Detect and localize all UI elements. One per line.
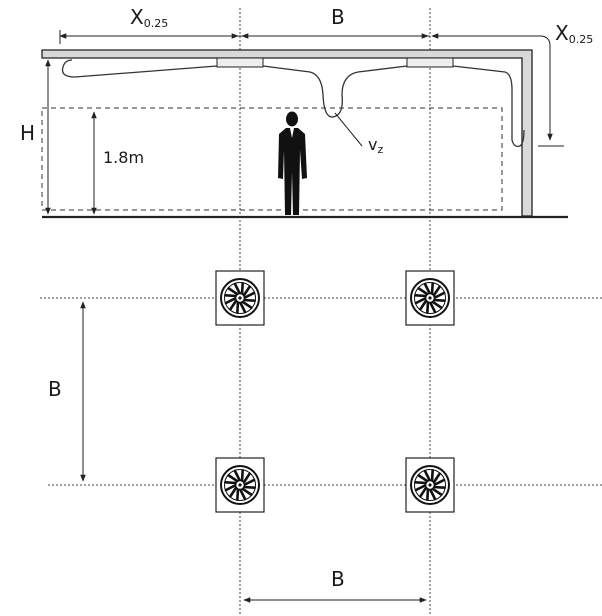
vz-label: vz: [368, 135, 383, 156]
swirl-diffuser-icon: [214, 269, 266, 327]
b-left-label: B: [48, 377, 62, 401]
b-top-label: B: [331, 5, 345, 29]
room-ceiling-wall: [41, 49, 568, 219]
swirl-diffuser-icon: [404, 269, 456, 327]
vz-leader-line: [334, 112, 363, 147]
top-dimension: [59, 30, 564, 147]
h-label: H: [20, 121, 35, 145]
swirl-diffuser-icon: [214, 456, 266, 514]
section-diffuser-left: [216, 57, 264, 68]
b-bottom-label: B: [331, 567, 345, 591]
person-silhouette: [278, 111, 307, 215]
x025-left-label: X0.25: [130, 5, 168, 30]
occupied-height-label: 1.8m: [103, 148, 144, 167]
swirl-diffuser-icon: [404, 456, 456, 514]
occupied-zone: [41, 107, 503, 211]
x025-right-label: X0.25: [555, 21, 593, 46]
section-diffuser-right: [406, 57, 454, 68]
